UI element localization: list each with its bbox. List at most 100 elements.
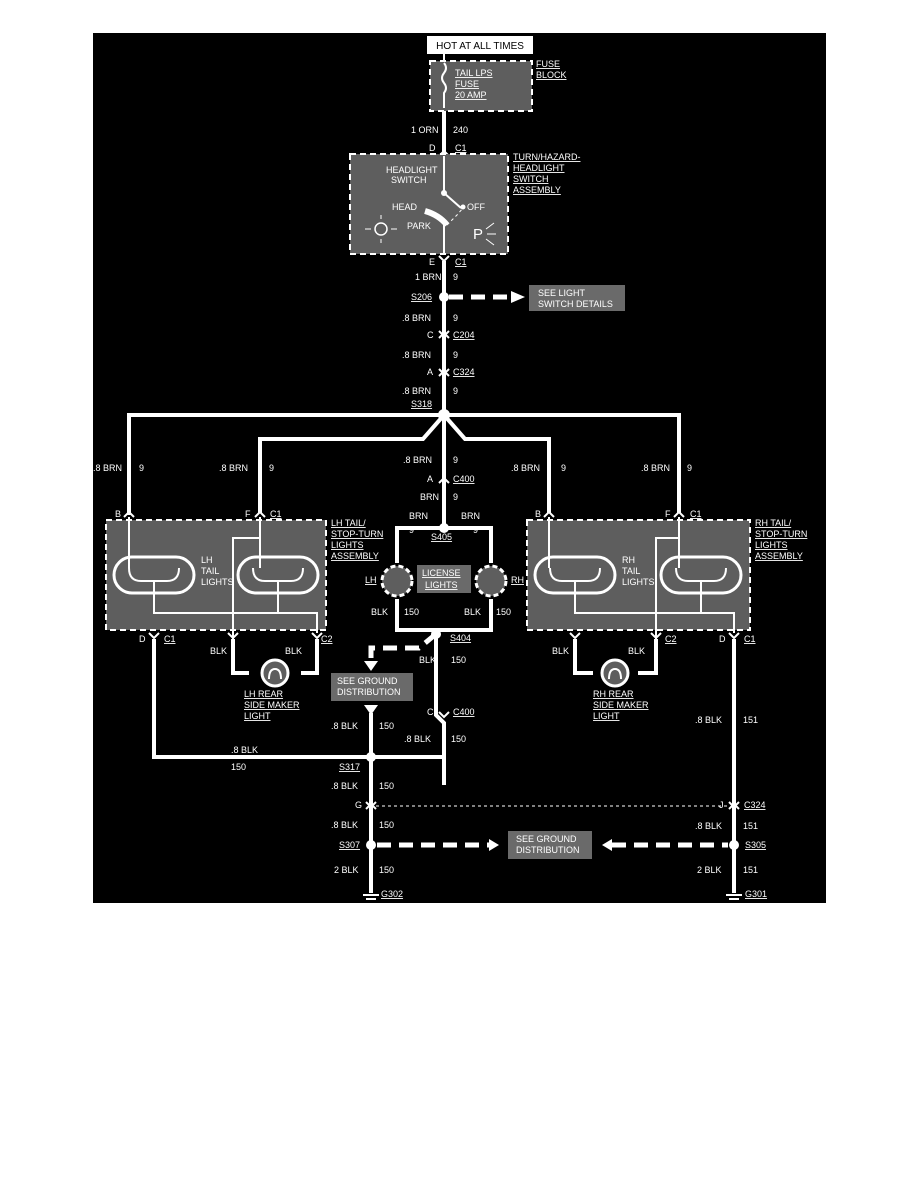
license-150-left: 150	[404, 607, 419, 617]
rh-assembly-2: STOP-TURN	[755, 529, 807, 539]
connector-c400b	[438, 711, 450, 719]
splice-s206	[439, 292, 449, 302]
connector-c204-label: C204	[453, 330, 475, 340]
lh-assembly-3: LIGHTS	[331, 540, 364, 550]
splice-s206-label: S206	[411, 292, 432, 302]
connector-c324b-label: C324	[744, 800, 766, 810]
wiring-diagram: HOT AT ALL TIMES TAIL LPS FUSE 20 AMP FU…	[93, 33, 826, 903]
lh-return-circuit: 150	[231, 762, 246, 772]
lh-tail-1: LH	[201, 555, 213, 565]
wire-9-circuit-a: 9	[453, 272, 458, 282]
c400b-gauge: .8 BLK	[404, 734, 431, 744]
lh-assembly-4: ASSEMBLY	[331, 551, 379, 561]
c400b-circuit: 150	[451, 734, 466, 744]
rh-side-1: RH REAR	[593, 689, 634, 699]
connector-c400b-label: C400	[453, 707, 475, 717]
lh-connector-f	[254, 510, 266, 518]
rh-tail-1: RH	[622, 555, 635, 565]
headlight-switch-box	[349, 153, 509, 255]
lh-assembly-1: LH TAIL/	[331, 518, 366, 528]
wire-rh-f-circuit: 9	[687, 463, 692, 473]
license-brn-right: BRN	[461, 511, 480, 521]
connector-c324a	[438, 368, 450, 377]
s305-circuit: 151	[743, 821, 758, 831]
wire-to-rh-f	[444, 413, 681, 513]
fuse-line2: FUSE	[455, 79, 479, 89]
wire-lh-f-circuit: 9	[269, 463, 274, 473]
s404-150: 150	[451, 655, 466, 665]
rh-f-pin: F	[665, 509, 671, 519]
rh-connector-f	[673, 510, 685, 518]
hot-at-all-times-label: HOT AT ALL TIMES	[436, 41, 524, 52]
connector-c324a-label: C324	[453, 367, 475, 377]
connector-c204	[438, 330, 450, 339]
switch-off-contact	[460, 204, 466, 210]
lh-tail-3: LIGHTS	[201, 577, 234, 587]
splice-s318-label: S318	[411, 399, 432, 409]
lh-return-gauge: .8 BLK	[231, 745, 258, 755]
license-9-left: 9	[409, 525, 414, 535]
connector-c400a-label: C400	[453, 474, 475, 484]
s307-ground-arrow	[489, 839, 499, 851]
rh-d-c1: C1	[744, 634, 756, 644]
switch-assembly-3: SWITCH	[513, 174, 549, 184]
wire-to-lh-f	[258, 413, 446, 513]
rh-connector-d	[728, 632, 740, 640]
switch-head: HEAD	[392, 202, 418, 212]
fuse-block-box	[429, 60, 533, 112]
lh-tail-2: TAIL	[201, 566, 219, 576]
s317-circuit: 150	[379, 781, 394, 791]
wire-9-circuit-d: 9	[453, 386, 458, 396]
license-label-box	[417, 565, 471, 593]
license-rh: RH	[511, 575, 524, 585]
lh-c1-top: C1	[270, 509, 282, 519]
wire-9-circuit-c: 9	[453, 350, 458, 360]
license-blk-right: BLK	[464, 607, 481, 617]
connector-j	[728, 801, 740, 810]
see-ground-box-a	[331, 673, 413, 701]
license-label-2: LIGHTS	[425, 580, 458, 590]
rh-internal-wires	[548, 517, 735, 639]
wire-to-lh-b	[127, 413, 444, 463]
ground-g302-label: G302	[381, 889, 403, 899]
s404-ground-link	[368, 632, 438, 661]
splice-s307-label: S307	[339, 840, 360, 850]
wire-9-gauge-c: .8 BRN	[402, 350, 431, 360]
see-switch-details-1: SEE LIGHT	[538, 288, 586, 298]
lh-side-marker-lamp	[260, 658, 290, 688]
rh-b-pin: B	[535, 509, 541, 519]
connector-g-pin: G	[355, 800, 362, 810]
rh-assembly-3: LIGHTS	[755, 540, 788, 550]
lh-d-c1: C1	[164, 634, 176, 644]
lh-connector-b	[123, 510, 135, 518]
rh-side-2: SIDE MAKER	[593, 700, 649, 710]
switch-park: PARK	[407, 221, 431, 231]
license-lh: LH	[365, 575, 377, 585]
lh-side-blk-right: BLK	[285, 646, 302, 656]
lh-connector-d	[148, 632, 160, 640]
g302-circuit: 150	[379, 865, 394, 875]
license-blk-left: BLK	[371, 607, 388, 617]
switch-assembly-1: TURN/HAZARD-	[513, 152, 581, 162]
lh-f-pin: F	[245, 509, 251, 519]
license-brn-left: BRN	[409, 511, 428, 521]
rh-side-3: LIGHT	[593, 711, 620, 721]
ground-g302-icon	[363, 894, 379, 900]
rh-tail-2: TAIL	[622, 566, 640, 576]
lh-d-pin: D	[139, 634, 146, 644]
see-ground-box-b	[508, 831, 592, 859]
wire-lh-f-gauge: .8 BRN	[219, 463, 248, 473]
s305-gauge: .8 BLK	[695, 821, 722, 831]
connector-c324a-pin: A	[427, 367, 433, 377]
license-9-right: 9	[473, 525, 478, 535]
wire-rh-b-circuit: 9	[561, 463, 566, 473]
splice-s317	[366, 752, 376, 762]
fuse-line1: TAIL LPS	[455, 68, 493, 78]
see-ground-a2: DISTRIBUTION	[337, 687, 401, 697]
rh-side-marker-lamp	[600, 658, 630, 688]
splice-s307	[366, 840, 376, 850]
wire-license-gauge: .8 BRN	[403, 455, 432, 465]
ground-a-arrow-in	[364, 705, 378, 715]
wire-240-gauge: 1 ORN	[411, 125, 439, 135]
license-lamp-lh	[380, 564, 414, 598]
